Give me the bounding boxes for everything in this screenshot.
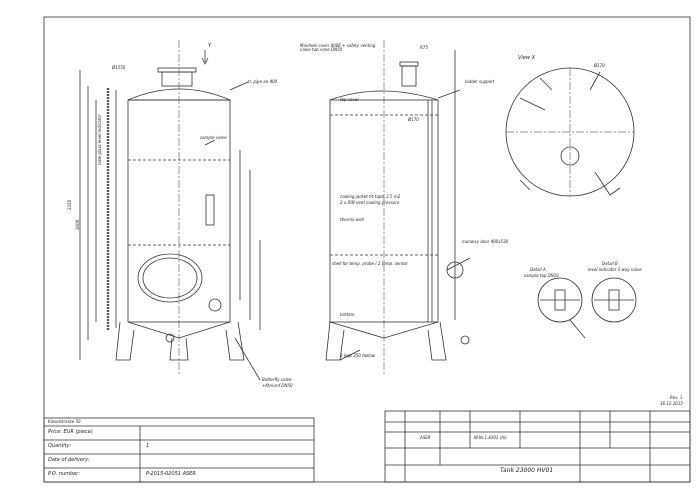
label-top-view: View X xyxy=(518,55,535,61)
revision-date: 16.12.2015 xyxy=(660,401,683,406)
info-row-po-label: P.O. number: xyxy=(48,471,81,477)
note-shell: shell for temp. probe / 2 temp. sensor xyxy=(332,261,408,266)
label-detail-a: Detail A xyxy=(530,267,546,272)
title-main: Tank 23000 HV01 xyxy=(500,467,554,474)
note-legs: 3 legs 350 hollow xyxy=(340,353,376,358)
front-view xyxy=(79,40,261,381)
revision-label: Rev. 1 xyxy=(670,395,683,400)
info-table-frame xyxy=(43,417,315,483)
note-butterfly: Butterfly valve xyxy=(262,377,292,382)
label-detail-b: Detail B xyxy=(602,261,618,266)
info-row-quantity-value: 1 xyxy=(146,443,150,449)
note-valve-sub: +Ktriumf DN50 xyxy=(262,383,293,388)
info-row-po-value: P-2015-02051 ASER xyxy=(146,471,196,477)
note-cooling-jacket: cooling jacket fit-tape, 2.5 m2 xyxy=(340,194,401,199)
label-detail-b-sub: level indicator 3-way valve xyxy=(588,267,642,272)
note-tube-glass: tube glass level indicator xyxy=(97,114,102,165)
side-view xyxy=(325,40,471,375)
note-ladder-support: ladder support xyxy=(465,79,495,84)
details xyxy=(537,277,637,339)
note-thermo-well: thermo well xyxy=(340,217,364,222)
note-top-cover: top cover xyxy=(340,97,359,102)
info-row-delivery-label: Date of delivery: xyxy=(48,457,90,463)
dim-4: R75 xyxy=(420,45,428,50)
dim-1: Ø1550 xyxy=(112,65,126,70)
note-cooling-jacket-2: 2 x IDN vent cooling pressure xyxy=(340,200,400,205)
drawing-border xyxy=(43,16,691,483)
note-manhole: Manhole cover 400E + safety venting valv… xyxy=(300,43,376,52)
note-bottom: bottom xyxy=(340,312,355,317)
label-detail-a-sub: sample tap DN10 xyxy=(524,273,559,278)
label-view-arrow: Y xyxy=(208,43,212,49)
note-sample-valve: sample valve xyxy=(200,135,227,140)
dim-6: Ø170 xyxy=(594,63,605,68)
title-block-frame xyxy=(384,410,691,483)
dim-5: Ø170 xyxy=(408,117,419,122)
top-view xyxy=(505,67,635,197)
info-row-quantity-label: Quantity: xyxy=(48,443,72,449)
info-row-price-label: Price: EUR (piece) xyxy=(48,429,93,435)
info-header: Kieselstrasse 50 xyxy=(48,419,81,424)
title-part: ASER xyxy=(420,435,431,440)
title-material: W.Nr.1.4301 (Ai) xyxy=(474,435,507,440)
dim-3: 3000 xyxy=(75,219,80,230)
note-air-pipe: tr. pipe an 400 xyxy=(248,79,278,84)
note-manway: manway door 400x530 xyxy=(462,239,509,244)
dim-2: 2350 xyxy=(67,199,72,210)
